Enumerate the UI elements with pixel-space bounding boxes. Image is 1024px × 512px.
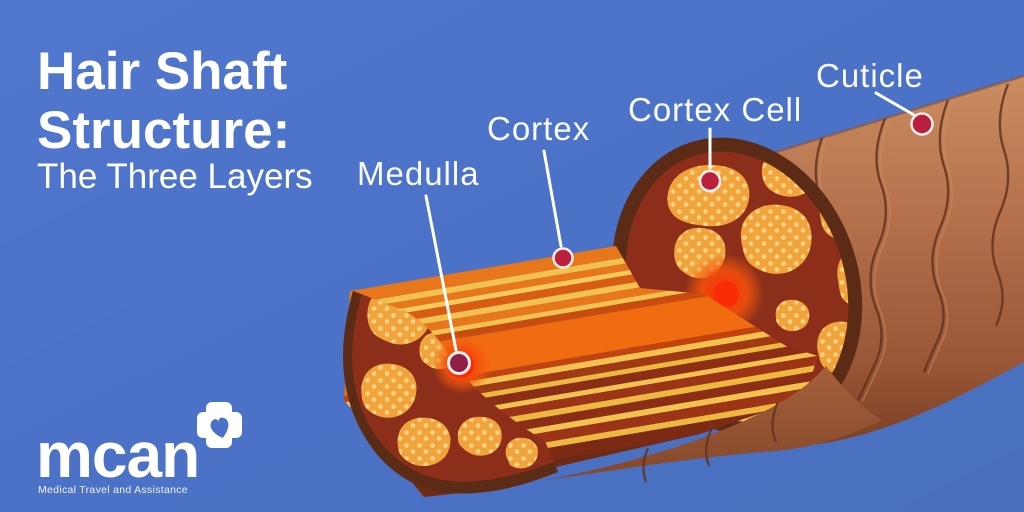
- front-cuticle-ring: [343, 291, 449, 494]
- annotations: Medulla Cortex Cortex Cell Cuticle: [357, 57, 934, 375]
- hair-lower-wall: [430, 366, 882, 496]
- label-cortex: Cortex: [487, 110, 590, 147]
- cortex-leader-line: [542, 149, 563, 248]
- medulla-leader-line: [424, 194, 458, 352]
- medical-cross-icon: [197, 402, 242, 448]
- cortex-cell-marker-dot: [698, 169, 722, 193]
- medulla-core-back: [713, 281, 739, 307]
- title-block: Hair Shaft Structure: The Three Layers: [37, 42, 313, 196]
- cuticle-marker-dot: [910, 112, 934, 136]
- mcan-logo: mcan Medical Travel and Assistance: [36, 402, 242, 496]
- cortex-marker-dot: [552, 247, 574, 269]
- page-title-line1: Hair Shaft: [37, 42, 287, 101]
- page-subtitle: The Three Layers: [37, 157, 313, 196]
- medulla-marker-dot: [447, 351, 471, 375]
- page-title-line2: Structure:: [37, 101, 290, 160]
- label-cuticle: Cuticle: [816, 57, 924, 94]
- logo-tagline: Medical Travel and Assistance: [38, 484, 188, 496]
- hair-illustration: [343, 74, 1024, 497]
- heart-icon: [210, 417, 229, 438]
- cuticle-leader-line: [874, 91, 916, 117]
- label-medulla: Medulla: [357, 155, 480, 192]
- label-cortex-cell: Cortex Cell: [628, 91, 802, 128]
- logo-wordmark: mcan: [36, 419, 199, 491]
